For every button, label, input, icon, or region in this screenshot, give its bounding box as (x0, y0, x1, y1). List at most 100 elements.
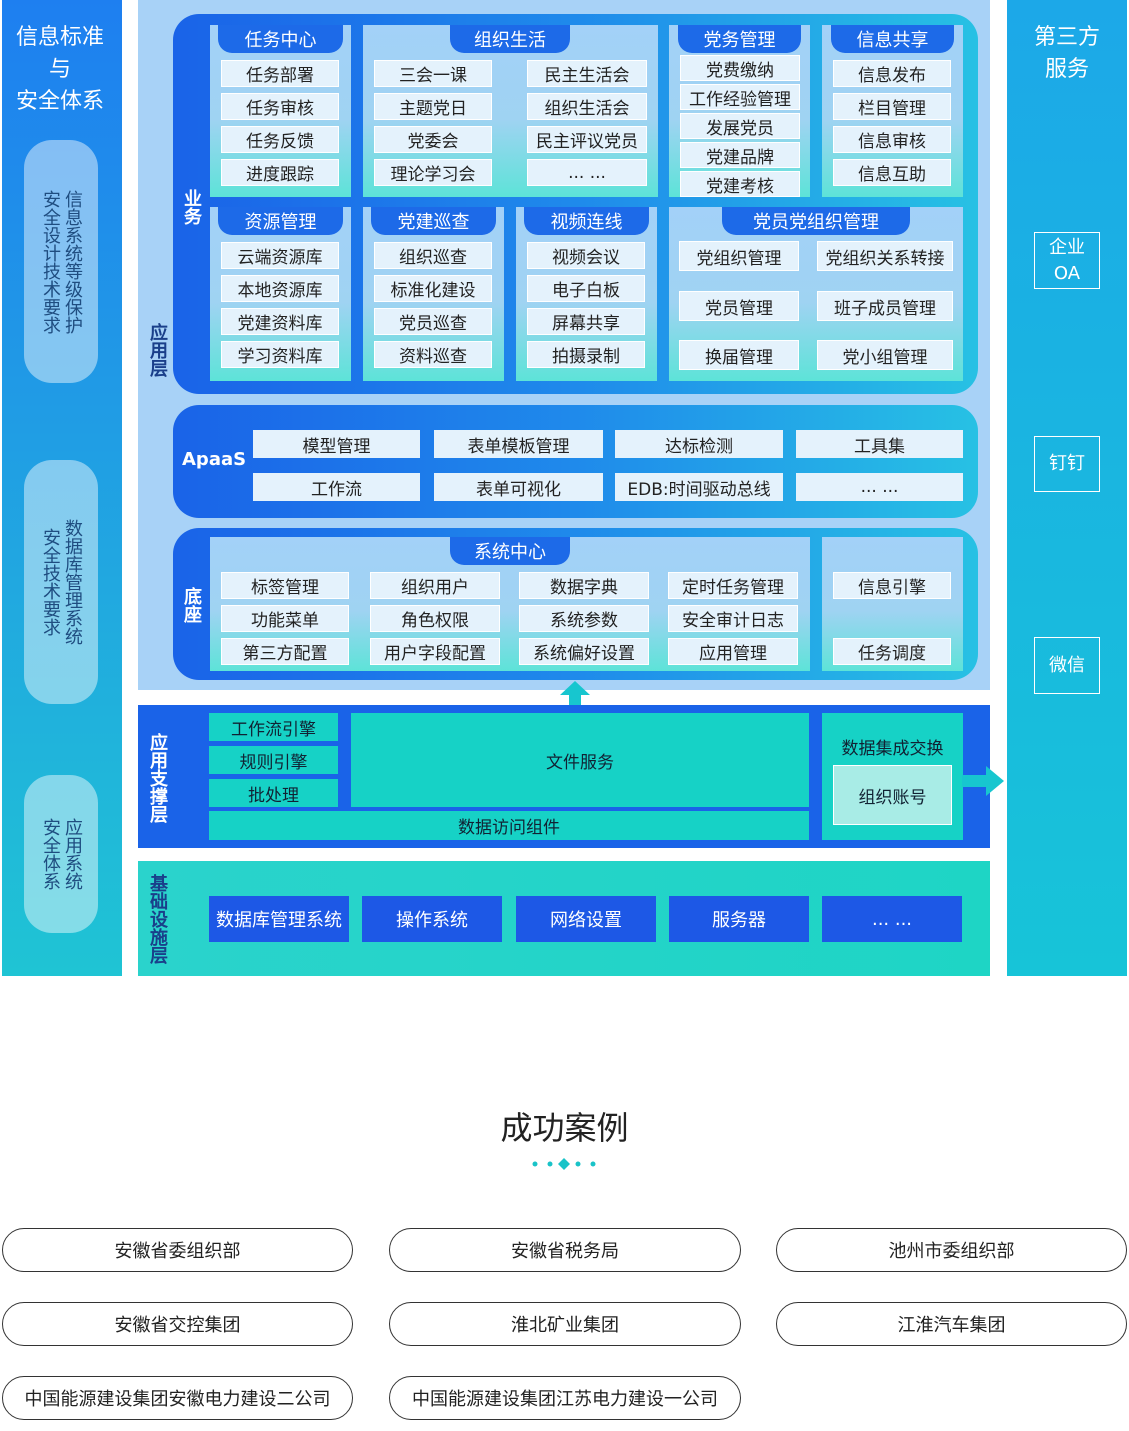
business-label: 业务 (181, 189, 202, 225)
data-access-component[interactable]: 数据访问组件 (209, 811, 809, 840)
feature-item[interactable]: 党费缴纳 (680, 55, 800, 81)
file-service[interactable]: 文件服务 (351, 713, 809, 807)
case-item[interactable]: 安徽省税务局 (389, 1228, 741, 1272)
support-label: 应用支撑层 (147, 733, 168, 823)
case-item[interactable]: 中国能源建设集团江苏电力建设一公司 (389, 1376, 741, 1420)
third-party-dingtalk: 钉钉 (1034, 436, 1100, 492)
feature-item[interactable]: 屏幕共享 (527, 308, 645, 335)
left-title-line: 与 (48, 57, 71, 82)
infra-item[interactable]: 操作系统 (362, 896, 502, 942)
feature-item[interactable]: 云端资源库 (221, 242, 339, 269)
feature-item[interactable]: 党员巡查 (374, 308, 492, 335)
feature-item[interactable]: 组织巡查 (374, 242, 492, 269)
left-pill-app-security: 应用系统 安全体系 (24, 775, 98, 933)
base-item[interactable]: 用户字段配置 (370, 638, 500, 665)
feature-item[interactable]: 本地资源库 (221, 275, 339, 302)
base-item[interactable]: 功能菜单 (221, 605, 349, 632)
base-item[interactable]: 组织用户 (370, 572, 500, 599)
feature-item[interactable]: 党委会 (374, 126, 492, 153)
support-engine-item[interactable]: 规则引擎 (209, 746, 338, 774)
third-party-wechat: 微信 (1034, 637, 1100, 694)
section-title: 组织生活 (450, 25, 570, 53)
base-side-item[interactable]: 信息引擎 (833, 572, 951, 599)
apaas-item[interactable]: EDB:时间驱动总线 (615, 473, 783, 501)
apaas-item[interactable]: 工具集 (796, 430, 963, 458)
apaas-label: ApaaS (182, 449, 247, 470)
base-item[interactable]: 数据字典 (519, 572, 649, 599)
third-party-oa: 企业 OA (1034, 232, 1100, 289)
feature-item[interactable]: 党建品牌 (680, 142, 800, 168)
feature-item[interactable]: 学习资料库 (221, 341, 339, 368)
case-item[interactable]: 淮北矿业集团 (389, 1302, 741, 1346)
feature-item[interactable]: 班子成员管理 (817, 291, 953, 321)
feature-item[interactable]: 主题党日 (374, 93, 492, 120)
feature-item[interactable]: 信息审核 (833, 126, 951, 153)
base-item[interactable]: 系统参数 (519, 605, 649, 632)
feature-item[interactable]: 任务部署 (221, 60, 339, 87)
right-title-line: 服务 (1044, 57, 1089, 82)
feature-item[interactable]: 理论学习会 (374, 159, 492, 186)
support-engine-item[interactable]: 工作流引擎 (209, 713, 338, 741)
base-side-item[interactable]: 任务调度 (833, 638, 951, 665)
base-item[interactable]: 定时任务管理 (668, 572, 798, 599)
case-item[interactable]: 安徽省交控集团 (2, 1302, 353, 1346)
feature-item[interactable]: 视频会议 (527, 242, 645, 269)
infra-item[interactable]: 网络设置 (516, 896, 656, 942)
apaas-item[interactable]: 达标检测 (615, 430, 783, 458)
section-title: 党建巡查 (371, 207, 496, 235)
case-item[interactable]: 安徽省委组织部 (2, 1228, 353, 1272)
feature-item[interactable]: 换届管理 (679, 340, 799, 370)
feature-item[interactable]: 信息互助 (833, 159, 951, 186)
feature-item[interactable]: 党组织关系转接 (817, 241, 953, 271)
feature-item[interactable]: 标准化建设 (374, 275, 492, 302)
feature-item[interactable]: ... ... (527, 159, 647, 186)
support-engine-item[interactable]: 批处理 (209, 779, 338, 807)
case-item[interactable]: 江淮汽车集团 (776, 1302, 1127, 1346)
base-item[interactable]: 标签管理 (221, 572, 349, 599)
feature-item[interactable]: 进度跟踪 (221, 159, 339, 186)
feature-item[interactable]: 民主评议党员 (527, 126, 647, 153)
base-label: 底座 (181, 587, 202, 623)
feature-item[interactable]: 资料巡查 (374, 341, 492, 368)
feature-item[interactable]: 任务反馈 (221, 126, 339, 153)
feature-item[interactable]: 栏目管理 (833, 93, 951, 120)
pill-text: 安全设计技术要求 (40, 189, 61, 334)
feature-item[interactable]: 工作经验管理 (680, 84, 800, 110)
feature-item[interactable]: 党组织管理 (679, 241, 799, 271)
feature-item[interactable]: 任务审核 (221, 93, 339, 120)
feature-item[interactable]: 党员管理 (679, 291, 799, 321)
apaas-item[interactable]: ... ... (796, 473, 963, 501)
feature-item[interactable]: 党建资料库 (221, 308, 339, 335)
org-account-item[interactable]: 组织账号 (833, 765, 952, 825)
base-item[interactable]: 系统偏好设置 (519, 638, 649, 665)
left-pill-database-security: 数据库管理系统 安全技术要求 (24, 460, 98, 704)
base-item[interactable]: 安全审计日志 (668, 605, 798, 632)
feature-item[interactable]: 民主生活会 (527, 60, 647, 87)
infra-item[interactable]: ... ... (822, 896, 962, 942)
apaas-item[interactable]: 模型管理 (253, 430, 420, 458)
feature-item[interactable]: 发展党员 (680, 113, 800, 139)
apaas-item[interactable]: 表单模板管理 (434, 430, 603, 458)
section-title: 资源管理 (218, 207, 343, 235)
infra-item[interactable]: 服务器 (669, 896, 809, 942)
infra-item[interactable]: 数据库管理系统 (209, 896, 349, 942)
case-item[interactable]: 中国能源建设集团安徽电力建设二公司 (2, 1376, 353, 1420)
feature-item[interactable]: 拍摄录制 (527, 341, 645, 368)
right-title-line: 第三方 (1033, 25, 1100, 50)
feature-item[interactable]: 党小组管理 (817, 340, 953, 370)
apaas-item[interactable]: 工作流 (253, 473, 420, 501)
left-column-title: 信息标准 与 安全体系 (0, 22, 120, 118)
pill-text: 应用系统 (62, 818, 83, 890)
pill-text: 信息系统等级保护 (62, 189, 83, 334)
base-item[interactable]: 应用管理 (668, 638, 798, 665)
apaas-item[interactable]: 表单可视化 (434, 473, 603, 501)
feature-item[interactable]: 组织生活会 (527, 93, 647, 120)
feature-item[interactable]: 电子白板 (527, 275, 645, 302)
feature-item[interactable]: 三会一课 (374, 60, 492, 87)
case-item[interactable]: 池州市委组织部 (776, 1228, 1127, 1272)
base-item[interactable]: 角色权限 (370, 605, 500, 632)
feature-item[interactable]: 党建考核 (680, 171, 800, 197)
feature-item[interactable]: 信息发布 (833, 60, 951, 87)
base-item[interactable]: 第三方配置 (221, 638, 349, 665)
section-title: 党员党组织管理 (722, 207, 910, 235)
